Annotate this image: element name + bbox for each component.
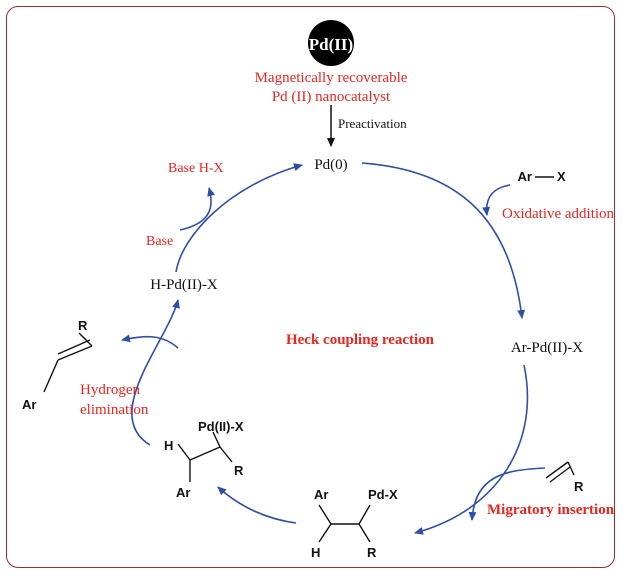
arrow-rotation [217, 486, 297, 524]
pd-ii-badge [308, 20, 354, 66]
arrow-hydrogen-elimination [131, 299, 180, 446]
base-hx-label: Base H-X [168, 161, 224, 176]
pd0-species: Pd(0) [314, 157, 347, 173]
arrow-base-hx-out [179, 187, 215, 231]
intermediate-a-r: R [367, 545, 377, 560]
intermediate-a-pdx: Pd-X [368, 487, 398, 502]
arrow-ar-x-in [482, 184, 511, 216]
intermediate-a-bonds [318, 504, 371, 543]
h-pd-x-species: H-Pd(II)-X [150, 277, 218, 293]
pd-ii-badge-label: Pd(II) [309, 35, 353, 54]
intermediate-b-bonds [177, 431, 233, 482]
arrow-alkene-in [468, 467, 546, 521]
catalyst-description-line2: Pd (II) nanocatalyst [272, 89, 391, 105]
arrow-migratory-insertion [414, 364, 529, 535]
step-oxidative-addition: Oxidative addition [502, 206, 615, 222]
product-structure [43, 332, 93, 393]
reagent-x: X [557, 169, 566, 184]
reagent-ar: Ar [518, 169, 532, 184]
intermediate-b-ar: Ar [176, 485, 190, 500]
catalyst-description-line1: Magnetically recoverable [255, 70, 408, 86]
intermediate-a-h: H [311, 545, 320, 560]
product-ar: Ar [22, 397, 36, 412]
preactivation-label: Preactivation [338, 116, 407, 131]
step-hydrogen-line1: Hydrogen [80, 382, 140, 398]
alkene-r: R [574, 479, 584, 494]
alkene-reagent-structure [545, 461, 575, 483]
diagram-frame [6, 6, 615, 568]
product-r: R [78, 318, 88, 333]
step-migratory-insertion: Migratory insertion [487, 502, 615, 518]
intermediate-b-pdx: Pd(II)-X [198, 419, 244, 434]
base-label: Base [146, 234, 173, 249]
intermediate-b-h: H [164, 438, 173, 453]
step-hydrogen-line2: elimination [80, 402, 149, 418]
arrow-regeneration [175, 163, 303, 273]
arrow-oxidative-addition [361, 162, 526, 319]
intermediate-a-ar: Ar [314, 487, 328, 502]
intermediate-b-r: R [234, 463, 244, 478]
arrow-product-out [121, 334, 179, 349]
ar-pd-x-species: Ar-Pd(II)-X [511, 340, 583, 356]
center-title: Heck coupling reaction [286, 332, 435, 348]
